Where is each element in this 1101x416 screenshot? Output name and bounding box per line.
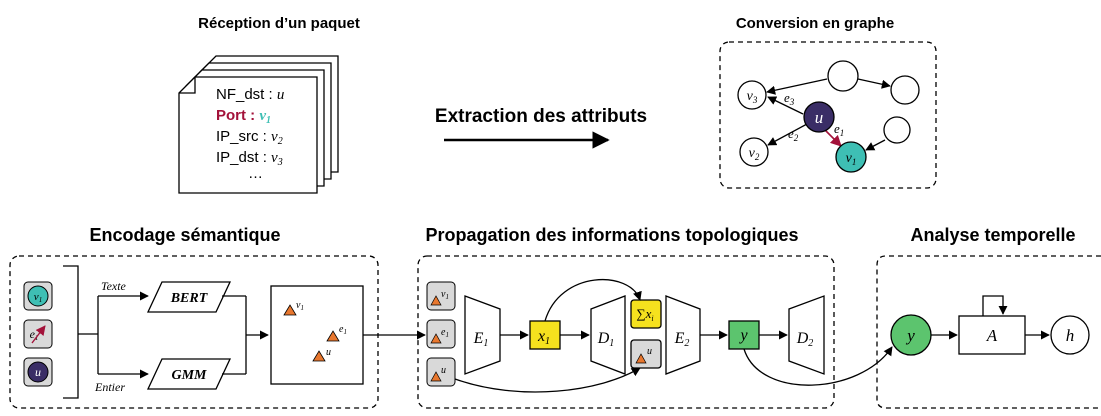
svg-text:e1: e1 xyxy=(441,327,449,339)
decoder-d1 xyxy=(590,295,626,375)
embedding-point-u xyxy=(312,350,326,362)
graph-node-u xyxy=(803,101,835,133)
packet-document: NF_dst : u Port : v1 IP_src : v2 IP_dst … xyxy=(178,55,339,194)
encoder-e2 xyxy=(665,295,701,375)
svg-text:v1: v1 xyxy=(846,151,857,167)
edge-label-e3: e3 xyxy=(784,90,795,107)
embedding-point-e1 xyxy=(326,330,340,342)
svg-text:GMM: GMM xyxy=(171,368,207,383)
integer-label: Entier xyxy=(94,380,125,394)
conversion-title: Conversion en graphe xyxy=(736,15,894,32)
encoding-title: Encodage sémantique xyxy=(89,225,280,245)
prop-u-node xyxy=(630,339,662,369)
packet-field-port: Port : v1 xyxy=(216,107,271,126)
packet-field-nf-dst: NF_dst : u xyxy=(216,86,284,103)
svg-text:v3: v3 xyxy=(747,89,758,105)
packet-field-ip-dst: IP_dst : v3 xyxy=(216,149,283,168)
text-label: Texte xyxy=(101,279,127,293)
svg-text:u: u xyxy=(326,347,331,358)
graph-panel: v3 v2 u v1 e3 e2 e1 xyxy=(719,41,937,189)
encoder-e1 xyxy=(464,295,501,375)
svg-text:u: u xyxy=(35,365,41,379)
packet-field-ip-src: IP_src : v2 xyxy=(216,128,283,147)
input-v1 xyxy=(27,285,49,307)
packet-ellipsis: … xyxy=(248,165,263,182)
svg-text:u: u xyxy=(441,365,446,376)
svg-text:x1: x1 xyxy=(537,328,550,347)
encoding-panel: v1 e1 u Texte Entier BERT GMM v1 e1 u xyxy=(9,255,379,409)
svg-text:h: h xyxy=(1066,326,1075,345)
recurrent-loop xyxy=(982,295,1008,316)
latent-x1 xyxy=(529,320,561,350)
svg-text:BERT: BERT xyxy=(170,291,209,306)
graph-node-empty xyxy=(827,60,859,92)
latent-y xyxy=(728,320,760,350)
propagation-panel: v1 e1 u E1 x1 D1 ∑xi u E2 y xyxy=(417,255,835,409)
decoder-d2 xyxy=(788,295,825,375)
embedding-point-v1 xyxy=(283,304,297,316)
svg-text:v1: v1 xyxy=(296,300,304,312)
svg-text:E2: E2 xyxy=(674,330,690,349)
svg-text:v2: v2 xyxy=(749,146,760,162)
svg-text:y: y xyxy=(738,327,748,344)
edge-label-e2: e2 xyxy=(788,126,799,143)
edge-label-e1: e1 xyxy=(834,121,844,138)
svg-text:e1: e1 xyxy=(339,324,347,336)
graph-node-empty xyxy=(890,75,920,105)
svg-text:∑xi: ∑xi xyxy=(636,306,653,323)
input-u xyxy=(27,361,49,383)
extraction-label: Extraction des attributs xyxy=(435,106,647,127)
svg-text:D2: D2 xyxy=(796,330,814,349)
graph-node-v3 xyxy=(737,80,767,110)
reception-title: Réception d’un paquet xyxy=(198,15,360,32)
svg-text:u: u xyxy=(815,108,824,127)
svg-text:D1: D1 xyxy=(597,330,615,349)
embedding-space xyxy=(270,285,364,385)
graph-node-v2 xyxy=(739,137,769,167)
svg-text:A: A xyxy=(986,326,998,345)
svg-text:v1: v1 xyxy=(441,289,449,301)
svg-text:u: u xyxy=(647,346,652,357)
temporal-panel: y A h xyxy=(876,255,1101,409)
svg-text:y: y xyxy=(905,326,915,345)
hidden-state-h xyxy=(1050,315,1090,355)
svg-text:v1: v1 xyxy=(34,291,42,304)
graph-node-v1 xyxy=(835,141,867,173)
graph-node-empty xyxy=(883,116,911,144)
gmm-block xyxy=(146,358,232,390)
bert-block xyxy=(146,281,232,313)
temporal-title: Analyse temporelle xyxy=(910,225,1075,245)
propagation-title: Propagation des informations topologique… xyxy=(425,225,798,245)
svg-text:E1: E1 xyxy=(473,330,489,349)
sum-node xyxy=(630,299,662,329)
